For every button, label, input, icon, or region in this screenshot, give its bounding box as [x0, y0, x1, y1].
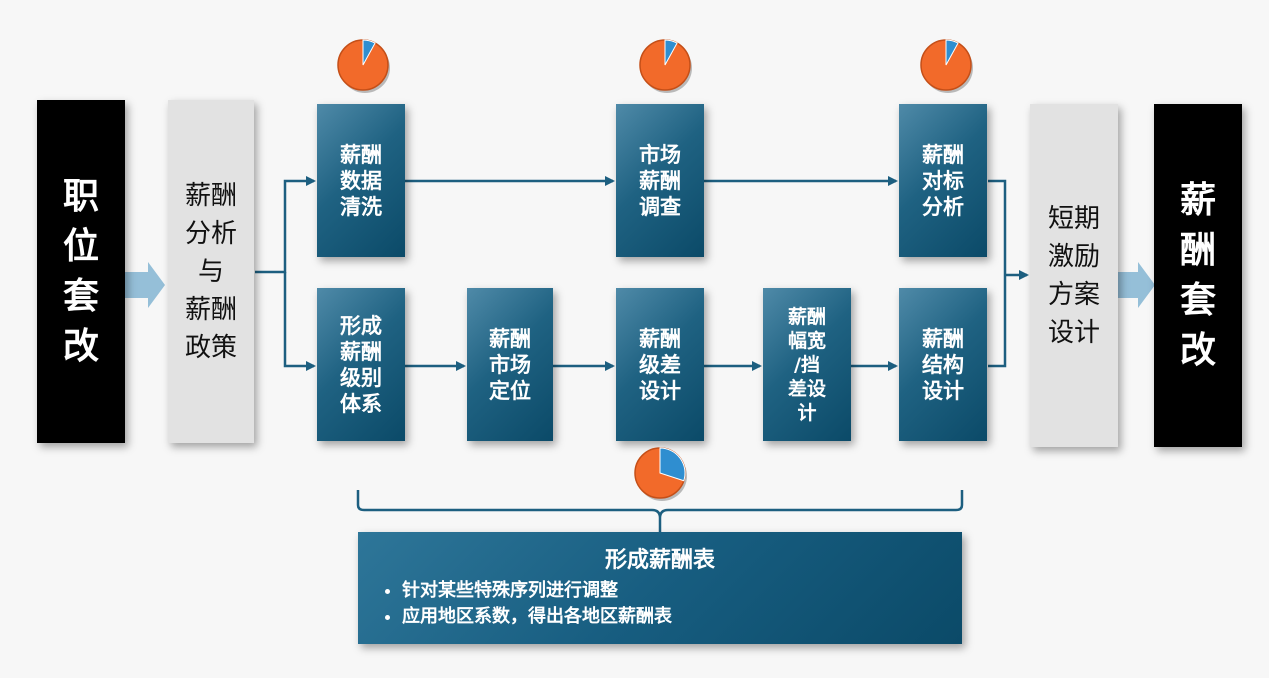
summary-pie-chart [634, 447, 687, 501]
benchmark-box: 薪酬 对标 分析 [899, 104, 987, 257]
structure-design-box: 薪酬 结构 设计 [899, 288, 987, 441]
job-reform-box: 职 位 套 改 [37, 100, 125, 443]
market-survey-box: 市场 薪酬 调查 [616, 104, 704, 257]
summary-bracket [356, 490, 964, 532]
grade-diff-box: 薪酬 级差 设计 [616, 288, 704, 441]
benchmark-pie-chart [920, 39, 973, 93]
arrow-to-grade-system [283, 272, 316, 371]
right-block-arrow [1118, 262, 1155, 308]
merge-connector [988, 179, 1007, 368]
data-cleaning-pie-chart [337, 39, 390, 93]
summary-box: 形成薪酬表 针对某些特殊序列进行调整 应用地区系数，得出各地区薪酬表 [358, 532, 962, 644]
summary-title: 形成薪酬表 [604, 548, 715, 573]
market-position-box: 薪酬 市场 定位 [467, 288, 553, 441]
left-block-arrow [125, 262, 165, 308]
summary-bullet: 针对某些特殊序列进行调整 [402, 578, 944, 604]
pie-progress-slice [362, 39, 376, 66]
pie-progress-slice [945, 39, 959, 66]
band-design-box: 薪酬 幅宽 /挡 差设 计 [763, 288, 851, 441]
incentive-box: 短期 激励 方案 设计 [1030, 104, 1118, 447]
grade-system-box: 形成 薪酬 级别 体系 [317, 288, 405, 441]
summary-bullets: 针对某些特殊序列进行调整 应用地区系数，得出各地区薪酬表 [376, 578, 944, 630]
arrow-to-data-cleaning [255, 176, 316, 274]
market-survey-pie-chart [639, 39, 692, 93]
pay-policy-box: 薪酬 分析 与 薪酬 政策 [168, 100, 254, 443]
pie-progress-slice [659, 447, 686, 482]
data-cleaning-box: 薪酬 数据 清洗 [317, 104, 405, 257]
pie-progress-slice [664, 39, 678, 66]
pay-reform-box: 薪 酬 套 改 [1154, 104, 1242, 447]
summary-bullet: 应用地区系数，得出各地区薪酬表 [402, 604, 944, 630]
